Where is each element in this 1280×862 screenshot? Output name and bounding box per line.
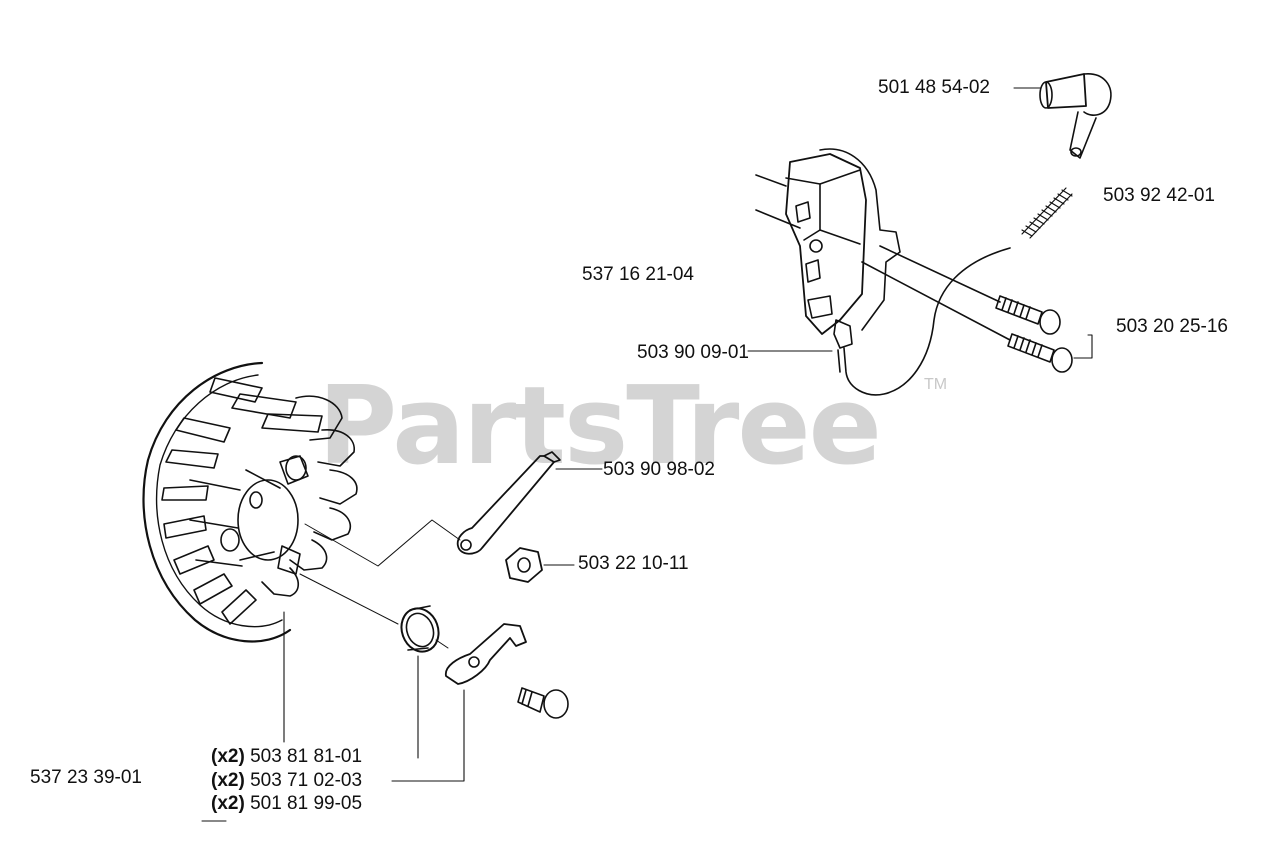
label-row-503-71-02-03[interactable]: (x2) 503 71 02-03: [211, 770, 362, 792]
bracket-part: [456, 451, 561, 555]
part-number: 503 81 81-01: [250, 746, 363, 767]
label-503-22-10-11[interactable]: 503 22 10-11: [578, 553, 689, 574]
guide-line-bracket: [304, 519, 461, 567]
spark-plug-cap-part: [1039, 73, 1112, 159]
quantity-badge: (x2): [211, 746, 245, 767]
label-503-90-98-02[interactable]: 503 90 98-02: [603, 459, 715, 480]
label-row-501-81-99-05[interactable]: (x2) 501 81 99-05: [211, 793, 362, 815]
quantity-badge: (x2): [211, 770, 245, 791]
label-503-92-42-01[interactable]: 503 92 42-01: [1103, 185, 1215, 206]
guide-line-ring: [299, 573, 399, 625]
label-503-20-25-16[interactable]: 503 20 25-16: [1116, 316, 1228, 337]
label-537-16-21-04[interactable]: 537 16 21-04: [582, 264, 694, 285]
label-503-90-09-01[interactable]: 503 90 09-01: [637, 342, 749, 363]
label-501-48-54-02[interactable]: 501 48 54-02: [878, 77, 990, 98]
nut-part: [505, 547, 543, 583]
pawl-part: [445, 623, 527, 685]
watermark-logo: PartsTree: [318, 364, 882, 489]
spring-part: [1021, 187, 1073, 239]
leader-lines: [201, 87, 1093, 822]
label-row-503-81-81-01[interactable]: (x2) 503 81 81-01: [211, 746, 362, 768]
label-537-23-39-01[interactable]: 537 23 39-01: [30, 767, 142, 788]
watermark-trademark: TM: [924, 376, 948, 393]
ignition-module-part: [755, 148, 1011, 396]
ring-part: [400, 605, 440, 653]
shoulder-screw-part: [517, 687, 569, 719]
part-number: 501 81 99-05: [250, 793, 363, 814]
part-number: 503 71 02-03: [250, 770, 363, 791]
flywheel-part: [142, 361, 358, 643]
quantity-badge: (x2): [211, 793, 245, 814]
screw-part-lower: [1007, 333, 1073, 373]
screw-part-upper: [995, 295, 1061, 335]
